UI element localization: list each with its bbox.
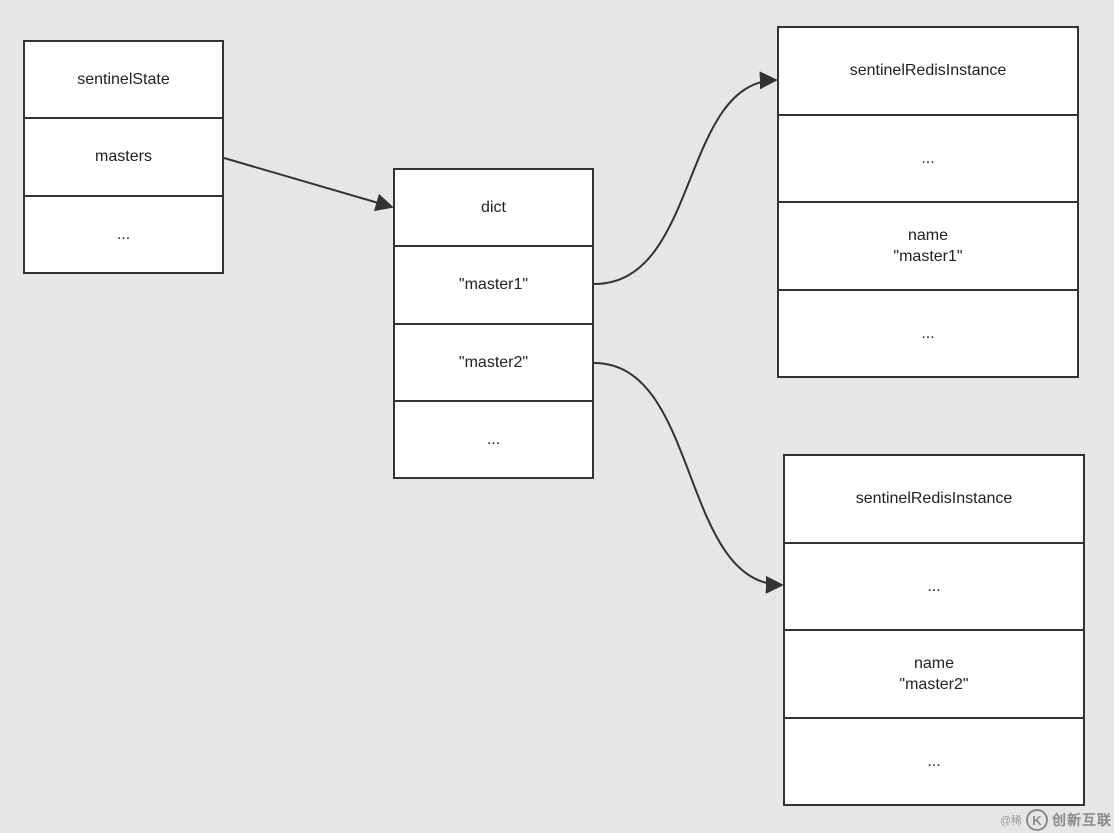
sentinel-state-masters-text: masters (95, 148, 152, 166)
instance1-name-field: name "master1" (779, 201, 1077, 289)
dict-key-master2-text: "master2" (458, 353, 529, 371)
sentinel-state-masters-field: masters (25, 117, 222, 194)
instance2-ellipsis-top-text: ... (927, 577, 941, 595)
instance2-header-text: sentinelRedisInstance (855, 490, 1013, 508)
instance1-header-text: sentinelRedisInstance (849, 62, 1007, 80)
instance2-ellipsis-top: ... (785, 541, 1083, 630)
arrow-master2-to-instance2 (593, 362, 784, 594)
sentinel-state-ellipsis-text: ... (116, 225, 131, 243)
dict-key-master2: "master2" (395, 322, 592, 400)
dict-key-master1-text: "master1" (458, 276, 529, 294)
watermark-prefix: @稀 (999, 815, 1022, 827)
instance1-ellipsis-bottom-text: ... (921, 324, 935, 342)
instance1-name-value: "master1" (893, 247, 963, 265)
instance2-name-label: name (913, 654, 955, 672)
arrow-master1-to-instance1 (593, 71, 778, 285)
instance1-ellipsis-bottom: ... (779, 288, 1077, 377)
brand-logo-glyph: K (1032, 812, 1042, 828)
instance1-header: sentinelRedisInstance (779, 28, 1077, 114)
instance2-struct: sentinelRedisInstance ... name "master2"… (783, 454, 1085, 806)
dict-ellipsis: ... (395, 399, 592, 477)
watermark-brand: 创新互联 (1052, 812, 1112, 828)
dict-struct: dict "master1" "master2" ... (393, 168, 594, 479)
dict-key-master1: "master1" (395, 245, 592, 322)
instance1-name-label: name (907, 226, 949, 244)
instance2-header: sentinelRedisInstance (785, 456, 1083, 542)
sentinel-state-header: sentinelState (25, 42, 222, 117)
sentinel-state-header-text: sentinelState (77, 71, 170, 89)
brand-logo-icon: K (1026, 809, 1048, 831)
sentinel-state-ellipsis: ... (25, 194, 222, 272)
dict-ellipsis-text: ... (486, 430, 501, 448)
instance2-name-field: name "master2" (785, 629, 1083, 717)
instance2-ellipsis-bottom-text: ... (927, 752, 941, 770)
sentinel-state-struct: sentinelState masters ... (23, 40, 224, 274)
instance1-struct: sentinelRedisInstance ... name "master1"… (777, 26, 1079, 378)
dict-header: dict (395, 170, 592, 245)
arrow-masters-to-dict (223, 157, 394, 212)
instance2-name-value: "master2" (899, 675, 969, 693)
instance1-ellipsis-top-text: ... (921, 149, 935, 167)
instance2-ellipsis-bottom: ... (785, 716, 1083, 805)
dict-header-text: dict (481, 199, 506, 217)
watermark: @稀 K 创新互联 (1000, 809, 1112, 831)
instance1-ellipsis-top: ... (779, 113, 1077, 202)
